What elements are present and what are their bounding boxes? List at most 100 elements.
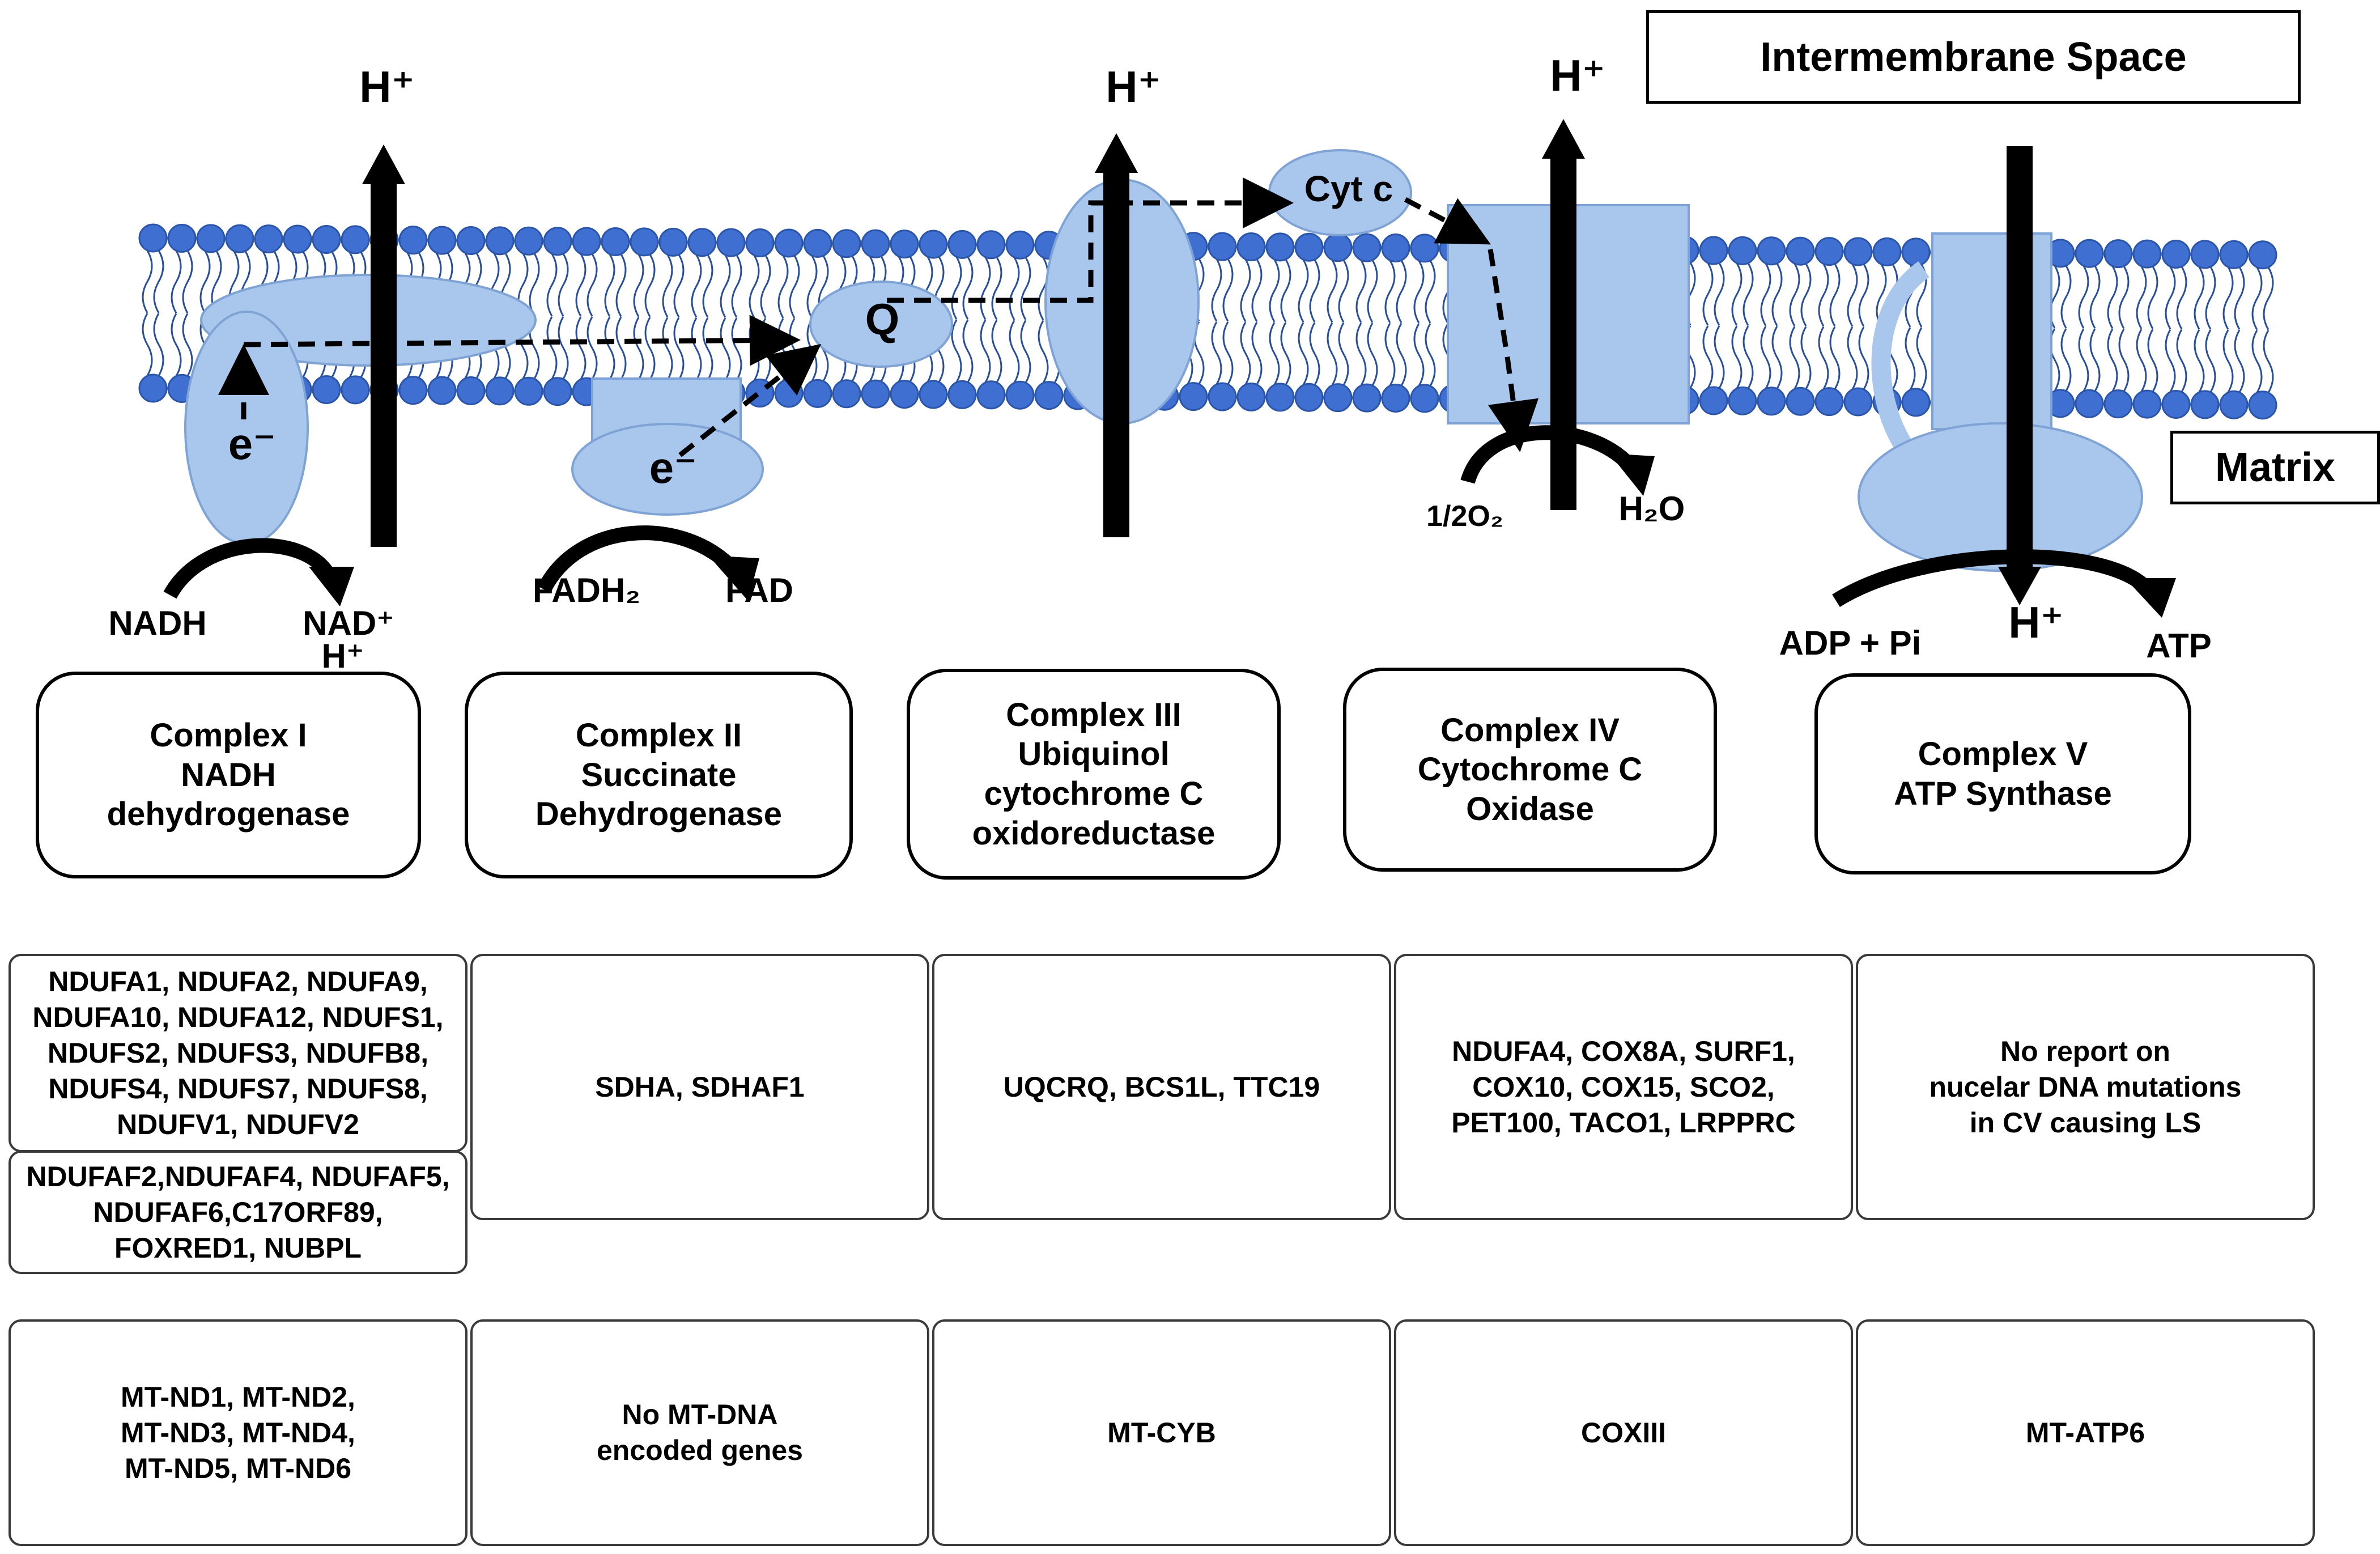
lipid-tail xyxy=(1327,259,1338,323)
lipid-head xyxy=(803,379,832,408)
lipid-head xyxy=(572,227,601,256)
lipid-head xyxy=(1208,232,1237,261)
lipid-head xyxy=(1294,232,1324,262)
lipid-tail xyxy=(2263,266,2274,330)
h-plus-label-3: H⁺ xyxy=(1106,62,1161,112)
lipid-head xyxy=(312,224,341,254)
lipid-head xyxy=(1265,383,1295,412)
lipid-head xyxy=(196,224,226,253)
lipid-tail xyxy=(1742,262,1754,326)
lipid-tail xyxy=(1038,257,1049,321)
lipid-head xyxy=(1381,383,1410,413)
lipid-tail xyxy=(1355,260,1367,323)
lipid-head xyxy=(514,376,543,406)
lipid-tail xyxy=(691,317,702,381)
lipid-head xyxy=(543,227,572,256)
lipid-tail xyxy=(1714,325,1725,389)
lipid-tail xyxy=(558,253,569,317)
lipid-head xyxy=(341,375,370,405)
lipid-tail xyxy=(2263,329,2274,393)
lipid-head xyxy=(341,225,370,254)
lipid-head xyxy=(1236,382,1266,411)
lipid-tail xyxy=(2078,328,2089,392)
lipid-tail xyxy=(1425,260,1436,324)
lipid-head xyxy=(890,230,919,259)
lipid-tail xyxy=(1038,320,1049,384)
lipid-tail xyxy=(1009,257,1020,320)
lipid-tail xyxy=(1714,262,1725,326)
lipid-head xyxy=(167,223,197,253)
lipid-tail xyxy=(2251,329,2263,393)
complex-iii-mt-genes: MT-CYB xyxy=(932,1319,1391,1546)
lipid-head xyxy=(947,380,977,409)
lipid-head xyxy=(1728,386,1757,415)
lipid-tail xyxy=(691,254,702,318)
lipid-head xyxy=(312,375,341,404)
lipid-tail xyxy=(1760,326,1771,389)
lipid-tail xyxy=(604,253,615,317)
lipid-tail xyxy=(2118,265,2130,329)
lipid-head xyxy=(1352,233,1382,262)
lipid-tail xyxy=(951,256,962,320)
lipid-tail xyxy=(980,320,991,383)
lipid-tail xyxy=(1280,322,1291,385)
lipid-head xyxy=(1352,383,1382,413)
lipid-tail xyxy=(586,253,598,317)
lipid-head xyxy=(1843,237,1873,266)
lipid-tail xyxy=(777,318,789,381)
electron-label-1: e⁻ xyxy=(228,419,277,469)
lipid-head xyxy=(861,229,890,258)
lipid-head xyxy=(427,376,457,405)
lipid-tail xyxy=(1742,325,1754,389)
lipid-tail xyxy=(182,250,193,314)
cyt-c-label: Cyt c xyxy=(1304,168,1393,209)
lipid-tail xyxy=(1800,326,1812,389)
lipid-head xyxy=(1323,233,1353,262)
lipid-tail xyxy=(1771,326,1783,389)
lipid-tail xyxy=(2089,328,2101,392)
lipid-tail xyxy=(1858,264,1869,327)
lipid-tail xyxy=(199,250,211,314)
q-label: Q xyxy=(865,294,900,344)
lipid-tail xyxy=(2234,266,2245,330)
lipid-tail xyxy=(2078,265,2089,329)
lipid-tail xyxy=(1211,321,1222,385)
lipid-tail xyxy=(2118,328,2130,392)
lipid-tail xyxy=(2222,329,2234,393)
lipid-head xyxy=(398,376,428,405)
lipid-tail xyxy=(1020,257,1031,320)
lipid-head xyxy=(1757,236,1786,266)
adp-pi-label: ADP + Pi xyxy=(1779,624,1922,662)
proton-arrows xyxy=(362,119,2041,605)
lipid-head xyxy=(1901,237,1931,267)
lipid-tail xyxy=(1425,323,1436,387)
lipid-head xyxy=(1410,384,1439,413)
lipid-head xyxy=(2132,389,2162,419)
lipid-tail xyxy=(2060,328,2072,392)
lipid-tail xyxy=(662,317,673,381)
lipid-head xyxy=(1236,232,1266,261)
lipid-head xyxy=(1786,387,1815,416)
lipid-tail xyxy=(2205,329,2216,393)
lipid-tail xyxy=(615,316,627,380)
lipid-tail xyxy=(2107,328,2118,392)
complex-ii-protein xyxy=(571,377,764,516)
lipid-head xyxy=(2219,390,2249,419)
lipid-tail xyxy=(2107,265,2118,329)
lipid-tail xyxy=(749,317,760,381)
lipid-tail xyxy=(749,254,760,319)
lipid-head xyxy=(890,380,919,409)
lipid-head xyxy=(225,224,254,253)
lipid-tail xyxy=(1298,322,1309,386)
lipid-tail xyxy=(789,318,800,381)
lipid-head xyxy=(543,377,572,406)
lipid-tail xyxy=(1240,258,1251,322)
lipid-tail xyxy=(1338,259,1349,323)
lipid-tail xyxy=(644,317,656,380)
lipid-tail xyxy=(1384,322,1396,387)
lipid-head xyxy=(514,226,543,256)
